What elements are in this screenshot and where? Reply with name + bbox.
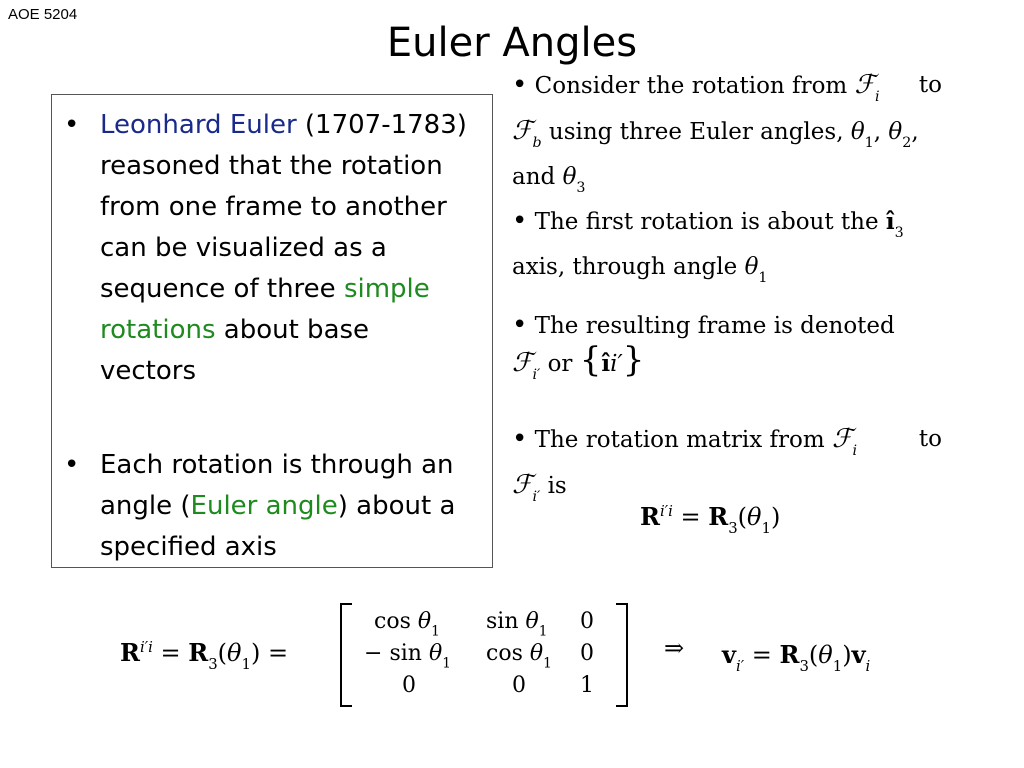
implies-arrow: ⇒: [664, 634, 685, 662]
matrix-cell: cos θ1: [486, 641, 552, 672]
intro-text-2-tail: ) about a specified axis: [100, 491, 456, 562]
p4-text-a: The rotation matrix from: [534, 427, 825, 453]
matrix-right-bracket: [616, 603, 628, 707]
matrix-cell: 0: [580, 641, 594, 666]
matrix-left-bracket: [340, 603, 352, 707]
rotation-equation: Ri′i = R3(θ1): [640, 501, 781, 538]
i-hat-vector: î: [885, 208, 895, 235]
frame-symbol: ℱ: [854, 70, 875, 100]
bullet-icon: •: [512, 70, 528, 100]
matrix-cell: 0: [512, 673, 526, 698]
p1-text-b: to: [918, 72, 942, 98]
frame-symbol: ℱ: [512, 115, 533, 146]
matrix-cell: 0: [580, 609, 594, 634]
right-item-4: • The rotation matrix from ℱi to ℱi′ is: [512, 424, 942, 505]
matrix-cell: sin θ1: [486, 609, 548, 640]
right-item-3: • The resulting frame is denoted ℱi′ or …: [512, 310, 895, 383]
bullet-icon: •: [64, 110, 80, 140]
frame-symbol: ℱ: [512, 348, 533, 378]
p1-text-a: Consider the rotation from: [534, 73, 848, 99]
p4-text-b: to: [918, 426, 942, 452]
euler-angle-highlight: Euler angle: [190, 491, 338, 521]
intro-text-2: Each rotation is through an angle (: [100, 450, 454, 521]
intro-item-angle: • Each rotation is through an angle (Eul…: [64, 445, 472, 568]
matrix-cell: − sin θ1: [364, 641, 451, 672]
p3-text-a: The resulting frame is denoted: [534, 313, 895, 339]
p2-text-a: The first rotation is about the: [534, 209, 879, 235]
p1-text-d: and: [512, 163, 556, 190]
intro-text-1-tail: about base vectors: [100, 315, 370, 386]
right-item-2: • The first rotation is about the î3 axi…: [512, 206, 904, 286]
matrix-cell: 1: [580, 673, 594, 698]
p2-text-b: axis, through angle: [512, 253, 738, 280]
p4-text-c: is: [547, 472, 567, 499]
bullet-icon: •: [512, 206, 528, 236]
intro-item-euler: • Leonhard Euler (1707-1783) reasoned th…: [64, 105, 472, 392]
matrix-equation-lhs: Ri′i = R3(θ1) =: [120, 638, 289, 674]
bullet-icon: •: [64, 450, 80, 480]
right-item-1: • Consider the rotation from ℱi to ℱb us…: [512, 70, 942, 196]
matrix-cell: cos θ1: [374, 609, 440, 640]
intro-box: • Leonhard Euler (1707-1783) reasoned th…: [51, 94, 493, 568]
p3-text-b: or: [547, 351, 573, 377]
rotation-matrix: cos θ1 sin θ1 0 − sin θ1 cos θ1 0 0 0 1: [340, 603, 628, 707]
euler-name: Leonhard Euler: [100, 110, 297, 140]
intro-text-1: (1707-1783) reasoned that the rotation f…: [100, 110, 467, 304]
frame-symbol: ℱ: [831, 424, 853, 454]
vector-equation: vi′ = R3(θ1)vi: [722, 640, 871, 676]
simple-rotations-highlight: simple rotations: [100, 274, 430, 345]
course-code: AOE 5204: [8, 6, 78, 23]
page-title: Euler Angles: [386, 20, 638, 66]
bullet-icon: •: [512, 424, 528, 454]
matrix-cell: 0: [402, 673, 416, 698]
frame-symbol: ℱ: [512, 469, 533, 500]
p1-text-c: using three Euler angles,: [548, 118, 844, 145]
bullet-icon: •: [512, 310, 528, 340]
